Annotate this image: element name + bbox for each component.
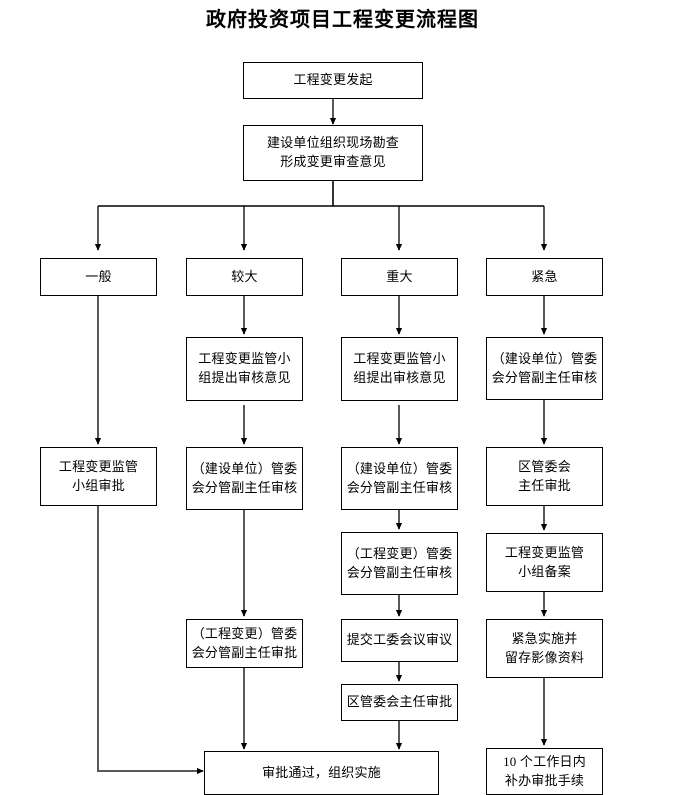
node-major-change-deputy-review[interactable]: （工程变更）管委 会分管副主任审核 [341, 532, 458, 595]
node-line: 形成变更审查意见 [280, 154, 386, 169]
connector-c1-approve-to-final [97, 506, 204, 775]
node-line: 区管委会 [518, 458, 571, 474]
node-line: 组提出审核意见 [198, 370, 291, 385]
node-category-larger[interactable]: 较大 [186, 258, 303, 296]
node-line: 组提出审核意见 [353, 370, 446, 385]
node-line: 较大 [231, 268, 258, 284]
node-major-district-committee-director-approval[interactable]: 区管委会主任审批 [341, 684, 458, 721]
node-urgent-execution-with-video-records[interactable]: 紧急实施并 留存影像资料 [486, 619, 603, 678]
node-general-supervision-group-approval[interactable]: 工程变更监管 小组审批 [40, 447, 157, 506]
node-line: 工程变更监管 [58, 458, 139, 474]
node-line: 工程变更监管小 [198, 351, 291, 367]
node-line: 小组备案 [518, 563, 571, 579]
node-major-supervision-group-opinion[interactable]: 工程变更监管小 组提出审核意见 [341, 337, 458, 401]
node-larger-change-deputy-approval[interactable]: （工程变更）管委 会分管副主任审批 [186, 619, 303, 668]
node-line: （建设单位）管委 [191, 460, 298, 476]
node-line: 会分管副主任审核 [346, 564, 453, 580]
node-line: 审批通过，组织实施 [262, 764, 381, 780]
node-line: （工程变更）管委 [346, 545, 453, 561]
node-approval-passed-organize-implementation[interactable]: 审批通过，组织实施 [204, 751, 439, 795]
node-line: 小组审批 [72, 477, 125, 493]
node-category-general[interactable]: 一般 [40, 258, 157, 296]
node-line: 一般 [85, 268, 112, 284]
node-line: 留存影像资料 [504, 649, 585, 665]
node-category-urgent[interactable]: 紧急 [486, 258, 603, 296]
node-change-initiation[interactable]: 工程变更发起 [243, 62, 423, 99]
node-line: 会分管副主任审批 [191, 644, 298, 660]
node-line: 紧急 [531, 268, 558, 284]
node-line: 会分管副主任审核 [191, 479, 298, 495]
node-line: （建设单位）管委 [491, 350, 598, 366]
node-urgent-district-committee-director-approval[interactable]: 区管委会 主任审批 [486, 447, 603, 506]
node-line: 主任审批 [518, 477, 571, 493]
node-line: 区管委会主任审批 [346, 694, 453, 710]
node-line: 补办审批手续 [504, 772, 585, 788]
node-urgent-construction-unit-deputy-review[interactable]: （建设单位）管委 会分管副主任审核 [486, 337, 603, 400]
node-line: 工程变更监管 [504, 544, 585, 560]
page-title: 政府投资项目工程变更流程图 [206, 9, 479, 31]
node-category-major[interactable]: 重大 [341, 258, 458, 296]
node-site-survey[interactable]: 建设单位组织现场勘查 形成变更审查意见 [243, 125, 423, 181]
node-line: 重大 [386, 268, 413, 284]
node-line: 建设单位组织现场勘查 [266, 135, 399, 151]
node-larger-supervision-group-opinion[interactable]: 工程变更监管小 组提出审核意见 [186, 337, 303, 401]
node-urgent-supervision-group-filing[interactable]: 工程变更监管 小组备案 [486, 533, 603, 592]
node-major-construction-unit-deputy-review[interactable]: （建设单位）管委 会分管副主任审核 [341, 447, 458, 510]
node-line: 工程变更监管小 [353, 351, 446, 367]
node-line: 提交工委会议审议 [346, 632, 453, 648]
node-major-committee-meeting-deliberation[interactable]: 提交工委会议审议 [341, 619, 458, 662]
node-line: （建设单位）管委 [346, 460, 453, 476]
node-line: 10 个工作日内 [503, 753, 586, 769]
node-line: 工程变更发起 [293, 72, 373, 88]
node-line: 会分管副主任审核 [346, 479, 453, 495]
node-urgent-followup-approval-ten-days[interactable]: 10 个工作日内 补办审批手续 [486, 748, 603, 795]
node-line: 会分管副主任审核 [491, 369, 598, 385]
node-larger-construction-unit-deputy-review[interactable]: （建设单位）管委 会分管副主任审核 [186, 447, 303, 510]
node-line: 紧急实施并 [511, 630, 578, 646]
node-line: （工程变更）管委 [191, 625, 298, 641]
